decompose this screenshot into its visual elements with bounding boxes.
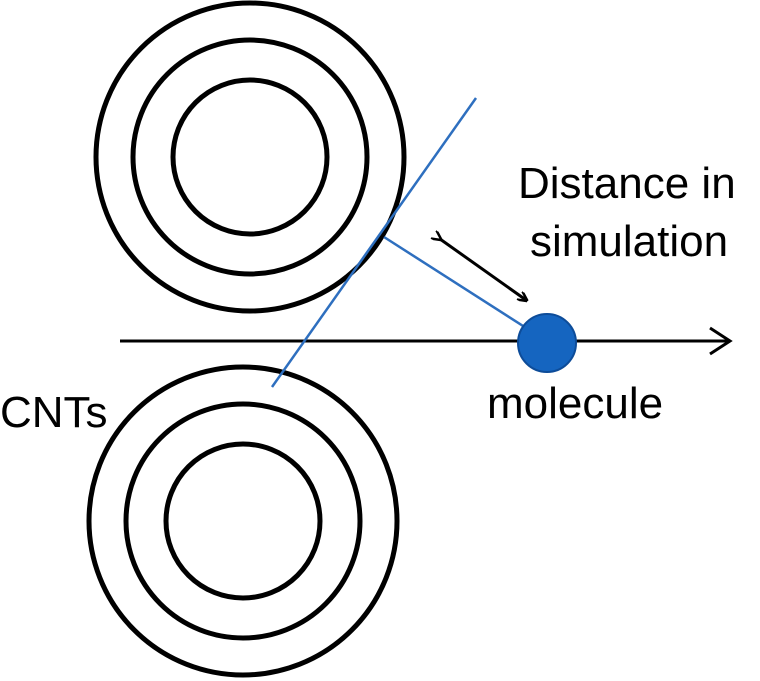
cnts-label: CNTs <box>0 388 108 437</box>
distance-label-line2: simulation <box>530 217 728 266</box>
molecule-dot <box>517 313 577 373</box>
tangent-line <box>270 97 478 388</box>
upper-cnt <box>93 0 407 314</box>
distance-line <box>383 235 546 342</box>
axis-arrowhead <box>709 326 733 356</box>
upper-cnt-outer-ring <box>93 0 407 314</box>
lower-cnt-middle-ring <box>123 401 363 641</box>
upper-cnt-middle-ring <box>130 37 370 277</box>
upper-cnt-inner-ring <box>170 77 330 237</box>
lower-cnt <box>86 364 400 678</box>
distance-label-line1: Distance in <box>518 159 736 208</box>
lower-cnt-inner-ring <box>163 441 323 601</box>
molecule-label: molecule <box>487 379 663 428</box>
distance-arrow <box>440 239 526 300</box>
lower-cnt-outer-ring <box>86 364 400 678</box>
